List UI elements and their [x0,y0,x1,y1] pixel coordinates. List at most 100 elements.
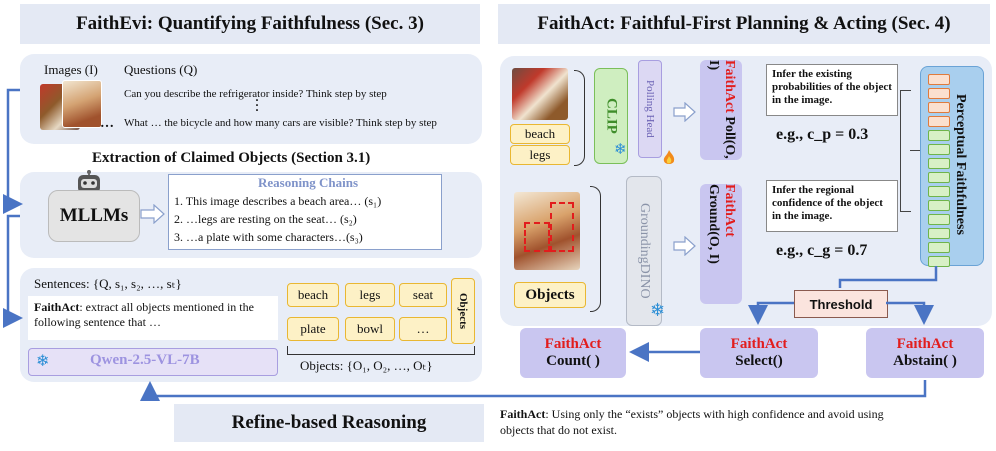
objects-set: Objects: {O₁, O₂, …, Oₜ} [300,358,433,373]
faithact-title: FaithAct: Faithful-First Planning & Acti… [537,13,951,34]
prompt-text: : extract all objects mentioned in the f… [34,300,254,329]
infer-existing-text: Infer the existing probabilities of the … [772,68,892,106]
refine-label: Refine-based Reasoning [231,412,427,433]
object-tag: plate [287,317,339,341]
tag-beach: beach [510,124,570,144]
count-box: FaithAct Count( ) [520,328,626,378]
cp-example: e.g., c_p = 0.3 [776,126,869,143]
faithact-header: FaithAct: Faithful-First Planning & Acti… [498,4,990,44]
clip-input-image [512,68,568,120]
threshold-box: Threshold [794,290,888,318]
score-bar-high [928,242,950,253]
ground-box: FaithAct Ground(O, I) [700,184,742,304]
note-text: : Using only the “exists” objects with h… [500,407,884,437]
score-bar-high [928,186,950,197]
poll-brand: FaithAct [722,60,737,113]
clip-to-poll-arrow [673,101,697,127]
clip-label: CLIP [603,98,620,134]
objects-box: Objects [514,282,586,308]
objects-bracket [287,346,475,355]
mllm-to-chain-arrow [140,203,166,229]
object-tag: legs [345,283,395,307]
count-brand: FaithAct [544,336,602,352]
score-bar-low [928,116,950,127]
score-bar-high [928,144,950,155]
abstain-fn: Abstain( ) [893,353,957,369]
question-1: Can you describe the refrigerator inside… [124,88,387,100]
select-brand: FaithAct [730,336,788,352]
chain-2: 2. …legs are resting on the seat… (s₂) [174,212,357,226]
score-bar-low [928,88,950,99]
select-fn: Select() [735,353,783,369]
perceptual-label: Perceptual Faithfulness [953,93,968,235]
dino-to-ground-arrow [673,235,697,261]
poll-fn: Poll(O, I) [706,60,737,159]
reasoning-title: Reasoning Chains [258,175,359,190]
ground-brand: FaithAct [722,184,737,237]
confidence-bracket [900,90,911,212]
perceptual-label-wrap: Perceptual Faithfulness [952,70,968,258]
polling-head-box: Polling Head [638,60,662,158]
sentences-label: Sentences: {Q, s₁, s₂, …, sₜ} [34,276,182,291]
prompt-box: FaithAct: extract all objects mentioned … [28,296,278,340]
ground-input-image [514,192,580,270]
objects-side-label: Objects [451,278,475,344]
faithevi-title: FaithEvi: Quantifying Faithfulness (Sec.… [76,13,424,34]
object-tag: seat [399,283,447,307]
bracket-connector [910,150,920,151]
fire-icon [662,150,676,171]
score-bar-high [928,256,950,267]
grounding-dino-box: GroundingDINO [626,176,662,326]
abstain-brand: FaithAct [896,336,954,352]
mllm-label: MLLMs [59,205,129,226]
polling-head-label: Polling Head [644,80,656,138]
faithevi-header: FaithEvi: Quantifying Faithfulness (Sec.… [20,4,480,44]
brace-bottom [590,186,601,312]
model-label: Qwen-2.5-VL-7B [90,352,200,368]
poll-box: FaithAct Poll(O, I) [700,60,742,160]
reasoning-chains-box [168,174,442,250]
object-tag: beach [287,283,339,307]
note-brand: FaithAct [500,407,546,421]
tag-legs: legs [510,145,570,165]
question-2: What … the bicycle and how many cars are… [124,117,437,129]
dino-snowflake-icon: ❄ [650,300,666,320]
chain-3: 3. …a plate with some characters…(s₃) [174,230,363,244]
snowflake-icon: ❄ [36,353,50,370]
score-bar-high [928,130,950,141]
prompt-brand: FaithAct [34,300,80,314]
score-bar-high [928,214,950,225]
abstain-box: FaithAct Abstain( ) [866,328,984,378]
clip-box: CLIP [594,68,628,164]
count-fn: Count( ) [546,353,600,369]
cg-example: e.g., c_g = 0.7 [776,242,868,259]
infer-existing-box: Infer the existing probabilities of the … [766,64,898,116]
threshold-label: Threshold [809,296,873,312]
grounding-dino-label: GroundingDINO [637,203,652,299]
infer-regional-text: Infer the regional confidence of the obj… [772,184,883,222]
score-bar-high [928,158,950,169]
vertical-ellipsis: ··· [255,93,260,117]
refine-box: Refine-based Reasoning [174,404,484,442]
object-tag: bowl [345,317,395,341]
score-bar-low [928,74,950,85]
robot-icon [74,170,104,196]
image-thumbnails: … [40,80,114,132]
score-bar-high [928,228,950,239]
questions-label: Questions (Q) [124,62,198,77]
score-bars [928,74,950,267]
infer-regional-box: Infer the regional confidence of the obj… [766,180,898,232]
images-label: Images (I) [44,62,98,77]
score-bar-high [928,200,950,211]
brace-top [574,70,585,166]
mllm-box: MLLMs [48,190,140,242]
bottom-note: FaithAct: Using only the “exists” object… [500,406,900,438]
select-box: FaithAct Select() [700,328,818,378]
chain-1: 1. This image describes a beach area… (s… [174,194,382,208]
model-box [28,348,278,376]
score-bar-low [928,102,950,113]
extraction-title: Extraction of Claimed Objects (Section 3… [92,150,371,166]
score-bar-high [928,172,950,183]
ground-fn: Ground(O, I) [706,184,721,264]
clip-snowflake-icon: ❄ [614,142,627,158]
